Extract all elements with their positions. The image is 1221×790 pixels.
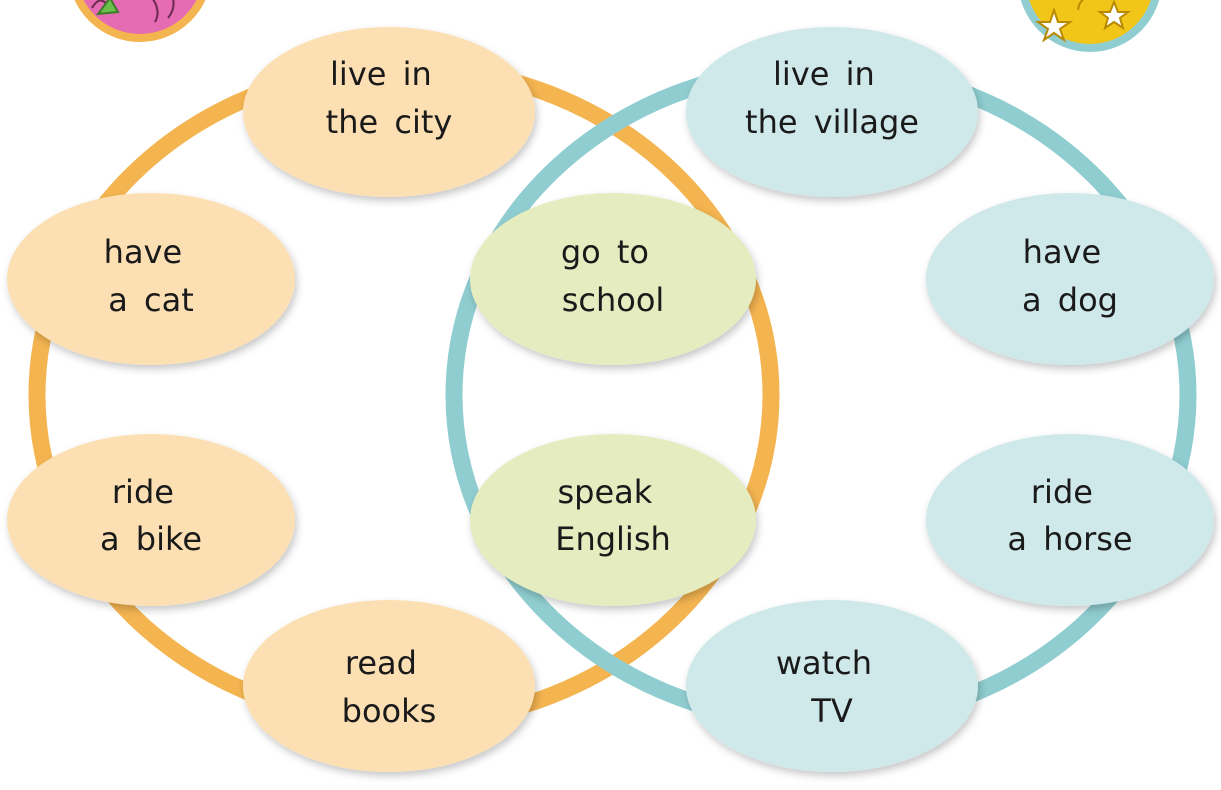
bubble (7, 434, 295, 606)
item-label-line-2: school (562, 281, 665, 319)
item-label-line-1: have (104, 233, 183, 271)
girl-character-icon (91, 0, 175, 23)
item-label-line-1: live in (773, 55, 875, 93)
svg-text:read books: read books (342, 644, 437, 730)
item-label-line-1: speak (558, 473, 653, 511)
svg-text:ride a horse: ride a horse (1007, 473, 1132, 558)
bubble (470, 193, 756, 365)
svg-text:ride a bike: ride a bike (100, 473, 202, 558)
item-ride-a-horse: ride a horse (926, 434, 1214, 606)
bubble (926, 434, 1214, 606)
item-ride-a-bike: ride a bike (7, 434, 295, 606)
item-speak-english: speak English (470, 434, 756, 606)
item-label-line-1: ride (1031, 473, 1093, 511)
bubble (686, 27, 978, 197)
svg-text:watch TV: watch TV (776, 644, 888, 730)
svg-text:have a dog: have a dog (1022, 233, 1118, 319)
item-label-line-2: a cat (108, 281, 194, 319)
item-read-books: read books (243, 600, 535, 772)
bubble (243, 600, 535, 772)
item-label-line-1: have (1023, 233, 1102, 271)
svg-text:go to school: go to school (561, 233, 665, 319)
item-label-line-1: read (345, 644, 417, 682)
item-label-line-2: TV (810, 692, 853, 730)
right-set-items: live in the village have a dog ride a ho… (686, 27, 1214, 772)
item-have-a-dog: have a dog (926, 193, 1214, 365)
svg-text:live in the city: live in the city (326, 55, 453, 141)
left-badge (74, 0, 206, 42)
item-have-a-cat: have a cat (7, 193, 295, 365)
star-character-icon (1034, 0, 1131, 43)
right-badge (1020, 0, 1160, 52)
item-label-line-1: go to (561, 233, 649, 271)
bubble (686, 600, 978, 772)
item-label-line-2: a horse (1007, 520, 1132, 558)
bubble (7, 193, 295, 365)
item-label-line-2: the village (745, 103, 919, 141)
bubble (926, 193, 1214, 365)
item-live-in-the-village: live in the village (686, 27, 978, 197)
shared-items: go to school speak English (470, 193, 756, 606)
svg-text:speak English: speak English (555, 473, 671, 558)
left-set-items: live in the city have a cat ride a bike (7, 27, 535, 772)
venn-rings (28, 58, 1197, 732)
item-go-to-school: go to school (470, 193, 756, 365)
item-label-line-2: a bike (100, 520, 202, 558)
item-label-line-2: English (555, 520, 671, 558)
item-live-in-the-city: live in the city (243, 27, 535, 197)
item-watch-tv: watch TV (686, 600, 978, 772)
bubble (243, 27, 535, 197)
svg-text:live in the villag: live in the village (745, 55, 919, 141)
item-label-line-2: the city (326, 103, 453, 141)
item-label-line-1: watch (776, 644, 872, 682)
bubble (470, 434, 756, 606)
item-label-line-1: ride (112, 473, 174, 511)
item-label-line-2: books (342, 692, 437, 730)
item-label-line-2: a dog (1022, 281, 1118, 319)
svg-text:have a cat: have a cat (104, 233, 199, 319)
item-label-line-1: live in (330, 55, 432, 93)
